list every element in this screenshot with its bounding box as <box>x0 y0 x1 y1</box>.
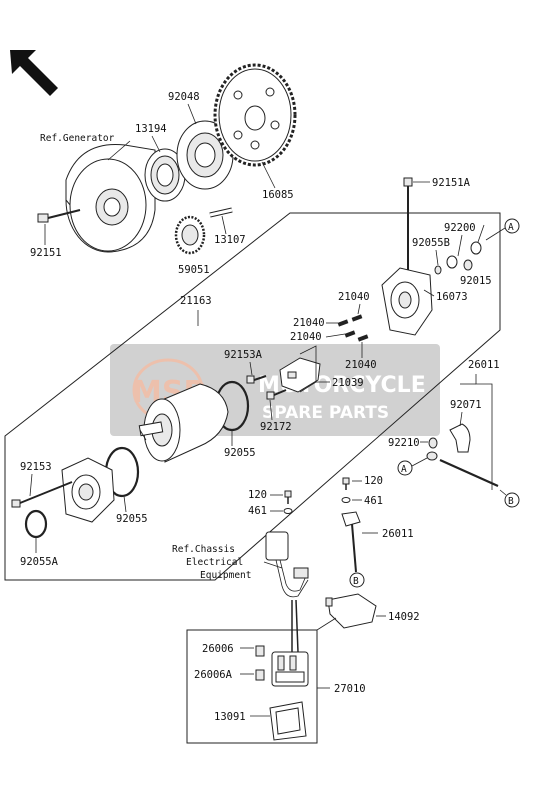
brush-holder-21039 <box>279 357 321 393</box>
part-26011-top: 26011 <box>468 359 500 371</box>
part-120-left: 120 <box>248 489 267 501</box>
part-92151a: 92151A <box>432 177 471 189</box>
bolt-120-right <box>342 477 350 490</box>
part-26006: 26006 <box>202 643 234 655</box>
starter-cable <box>439 458 499 488</box>
bolt-92151 <box>37 209 81 223</box>
o-ring-92055b <box>434 265 442 275</box>
part-27010: 27010 <box>334 683 366 695</box>
part-92048: 92048 <box>168 91 200 103</box>
callout-a-lower-label: A <box>401 464 407 475</box>
part-461-left: 461 <box>248 505 267 517</box>
part-16085: 16085 <box>262 189 294 201</box>
part-92055a: 92055A <box>20 556 59 568</box>
front-cover <box>61 457 115 523</box>
part-14092: 14092 <box>388 611 420 623</box>
part-16073: 16073 <box>436 291 468 303</box>
relay-cover-13091 <box>269 701 307 741</box>
nut-92210 <box>428 437 438 449</box>
part-92055-middle: 92055 <box>116 513 148 525</box>
part-92055-right: 92055 <box>224 447 256 459</box>
starter-motor-assembly-box <box>4 212 501 581</box>
ref-generator-label: Ref.Generator <box>40 133 115 144</box>
wiring-harness-connector <box>263 531 309 653</box>
ref-chassis-line1: Ref.Chassis <box>172 544 235 555</box>
gear-92048 <box>176 120 234 190</box>
part-13107: 13107 <box>214 234 246 246</box>
screw-92172 <box>266 389 287 400</box>
part-120-right: 120 <box>364 475 383 487</box>
starter-motor-body <box>138 383 229 463</box>
part-92071: 92071 <box>450 399 482 411</box>
nut-92015-b <box>470 241 482 255</box>
washer-461-right <box>341 497 351 503</box>
washer-92015-a <box>463 259 473 271</box>
part-13091: 13091 <box>214 711 246 723</box>
part-92172: 92172 <box>260 421 292 433</box>
part-26011-lower: 26011 <box>382 528 414 540</box>
o-ring-92055a <box>24 509 48 539</box>
part-21039: 21039 <box>332 377 364 389</box>
generator-housing <box>65 143 156 253</box>
part-461-right: 461 <box>364 495 383 507</box>
boot-92071 <box>449 423 471 453</box>
lead-26011-lower <box>341 511 361 573</box>
part-21040-2: 21040 <box>293 317 325 329</box>
bolt-120-left <box>284 490 292 504</box>
callout-a-lower <box>397 460 413 476</box>
washer-461-left <box>283 508 293 514</box>
relay-bracket-14092 <box>325 593 377 629</box>
part-92015: 92015 <box>460 275 492 287</box>
part-59051: 59051 <box>178 264 210 276</box>
fuse-26006 <box>255 645 265 657</box>
callout-b-right-label: B <box>508 496 514 507</box>
cable-terminal <box>426 451 438 461</box>
idle-gear-59051 <box>174 215 206 255</box>
part-21163: 21163 <box>180 295 212 307</box>
part-21040-4: 21040 <box>345 359 377 371</box>
callout-a-top <box>504 218 520 234</box>
brush-set-21040 <box>337 314 369 342</box>
washer-92200 <box>446 255 458 269</box>
callout-b-right <box>504 492 520 508</box>
one-way-clutch-13194 <box>144 148 186 202</box>
watermark-line2: SPARE PARTS <box>262 403 389 423</box>
relay-assembly-box <box>186 629 318 744</box>
part-26006a: 26006A <box>194 669 233 681</box>
part-21040-3: 21040 <box>290 331 322 343</box>
screw-92153a <box>246 375 267 384</box>
ref-chassis-line2: Electrical <box>186 557 243 568</box>
part-92200: 92200 <box>444 222 476 234</box>
callout-b-lower <box>349 572 365 588</box>
part-21040-1: 21040 <box>338 291 370 303</box>
shaft-13107 <box>209 207 233 218</box>
callout-a-top-label: A <box>508 222 514 233</box>
part-92151: 92151 <box>30 247 62 259</box>
part-92210: 92210 <box>388 437 420 449</box>
part-92153: 92153 <box>20 461 52 473</box>
sprocket-16085 <box>213 63 297 167</box>
part-92055b: 92055B <box>412 237 450 249</box>
end-cover-16073 <box>381 267 433 336</box>
starter-relay <box>271 651 309 687</box>
long-bolt-92153 <box>11 481 73 508</box>
fuse-26006a <box>255 669 265 681</box>
front-direction-arrow-icon <box>10 50 58 96</box>
ref-chassis-line3: Equipment <box>200 570 251 581</box>
part-92153a: 92153A <box>224 349 263 361</box>
part-13194: 13194 <box>135 123 167 135</box>
callout-b-lower-label: B <box>353 576 359 587</box>
bolt-92151a <box>403 177 413 276</box>
